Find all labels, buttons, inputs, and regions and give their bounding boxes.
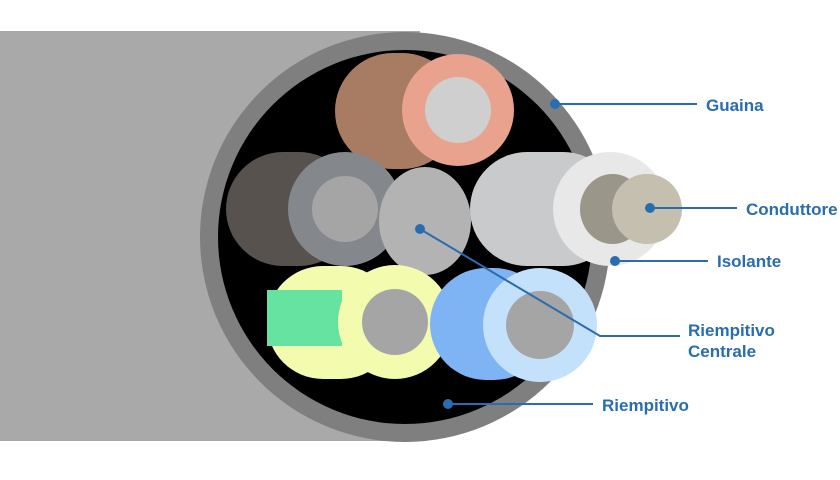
leader-riempitivo (443, 399, 593, 409)
leader-conduttore (645, 203, 737, 213)
label-riempitivo-centrale-line2: Centrale (688, 342, 756, 361)
wire-blue (430, 268, 597, 382)
label-conduttore: Conduttore (746, 200, 838, 219)
wire-brown (335, 53, 514, 169)
wire-grey (226, 152, 402, 266)
label-isolante: Isolante (717, 252, 781, 271)
leader-isolante (610, 256, 708, 266)
label-guaina: Guaina (706, 96, 764, 115)
leader-riempitivo-centrale (415, 224, 680, 337)
central-filler (379, 167, 471, 275)
wire-yellowgreen (267, 265, 452, 379)
label-riempitivo: Riempitivo (602, 396, 689, 415)
leader-guaina (550, 99, 697, 109)
label-riempitivo-centrale-line1: Riempitivo (688, 321, 775, 340)
